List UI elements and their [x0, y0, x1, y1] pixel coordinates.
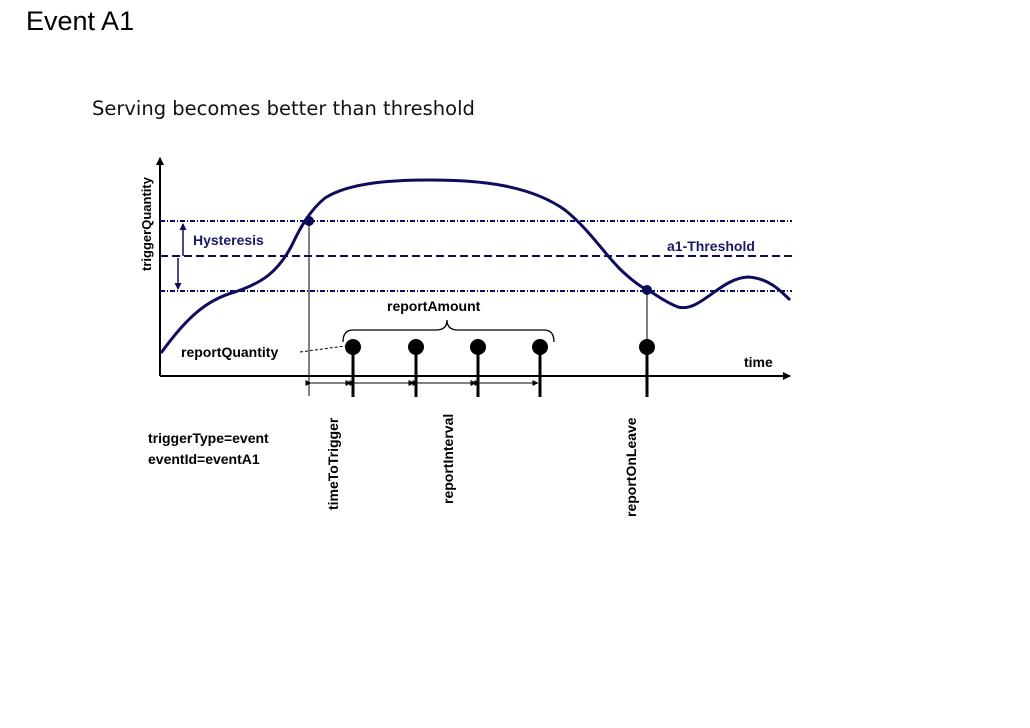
- report-interval-label: reportInterval: [440, 414, 456, 504]
- report-amount-brace: [342, 319, 555, 343]
- report-marker-3: [470, 339, 486, 355]
- report-marker-1: [345, 339, 361, 355]
- report-marker-2: [408, 339, 424, 355]
- report-quantity-leader: [299, 345, 346, 353]
- y-axis-label: triggerQuantity: [139, 176, 154, 271]
- time-to-trigger-label: timeToTrigger: [325, 417, 341, 510]
- event-id-label: eventId=eventA1: [148, 451, 260, 467]
- report-quantity-label: reportQuantity: [181, 344, 278, 360]
- report-on-leave-marker: [639, 339, 655, 355]
- report-on-leave-label: reportOnLeave: [623, 417, 639, 517]
- slide-title: Event A1: [26, 6, 135, 36]
- report-marker-4: [532, 339, 548, 355]
- a1-threshold-label: a1-Threshold: [667, 238, 755, 254]
- trigger-quantity-curve: [159, 178, 792, 354]
- trigger-type-label: triggerType=event: [148, 430, 269, 446]
- slide-subtitle: Serving becomes better than threshold: [92, 97, 475, 120]
- x-axis-label: time: [744, 354, 773, 370]
- report-amount-label: reportAmount: [387, 298, 481, 314]
- hysteresis-label: Hysteresis: [193, 232, 264, 248]
